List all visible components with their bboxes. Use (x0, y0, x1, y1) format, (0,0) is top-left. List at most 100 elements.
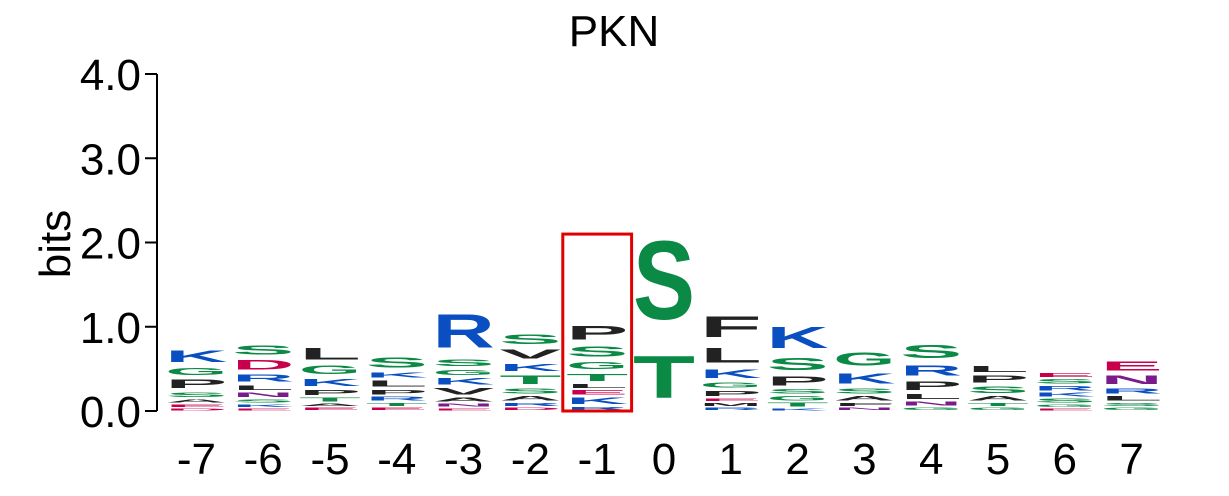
logo-letter: R (566, 406, 628, 411)
y-tick-label: 0.0 (80, 388, 141, 437)
logo-letter: S (366, 355, 428, 371)
logo-letter: S (566, 344, 628, 360)
logo-letter: T (633, 343, 695, 411)
y-tick-label: 4.0 (80, 51, 141, 100)
logo-letter: K (767, 408, 829, 411)
logo-letter: L (566, 383, 628, 389)
logo-letter: S (1101, 402, 1163, 407)
logo-letter: K (433, 376, 495, 386)
logo-letter: T (967, 402, 1029, 407)
logo-letter: E (299, 407, 361, 411)
logo-letter: L (967, 365, 1029, 374)
logo-letter: E (165, 403, 227, 407)
logo-letter: S (232, 398, 294, 403)
logo-letter: K (366, 371, 428, 379)
logo-letter: K (499, 361, 561, 373)
logo-letter: G (433, 368, 495, 376)
logo-letter: E (232, 408, 294, 411)
x-tick-label: 5 (986, 435, 1010, 484)
logo-letter: R (499, 402, 561, 407)
logo-letter: R (433, 304, 495, 358)
logo-letter: T (767, 402, 829, 408)
logo-letter: S (1034, 378, 1096, 385)
logo-letter: N (900, 401, 962, 407)
logo-letter: N (232, 392, 294, 399)
logo-letter: A (499, 395, 561, 402)
logo-letter: S (833, 386, 895, 394)
logo-letter: L (1101, 395, 1163, 402)
logo-letter: T (299, 397, 361, 403)
logo-letter: A (299, 403, 361, 407)
logo-letter: S (767, 388, 829, 395)
x-tick-label: -3 (444, 435, 483, 484)
y-tick-label: 3.0 (80, 135, 141, 184)
logo-letter: G (900, 407, 962, 411)
logo-letter: P (566, 322, 628, 344)
y-tick-label: 1.0 (80, 304, 141, 353)
logo-letter: E (366, 407, 428, 411)
logo-letter: K (566, 396, 628, 406)
logo-letter: F (700, 310, 762, 344)
logo-letter: S (499, 332, 561, 347)
x-tick-label: -1 (578, 435, 617, 484)
logo-letter: A (833, 395, 895, 402)
logo-letter: L (700, 344, 762, 368)
logo-letter: D (165, 408, 227, 411)
logo-letter: P (767, 374, 829, 388)
logo-letter: N (833, 407, 895, 411)
logo-letter: S (433, 358, 495, 368)
logo-column-0: TS (633, 218, 695, 411)
logo-letter: A (967, 395, 1029, 402)
logo-letter: G (767, 395, 829, 402)
logo-letter: T (566, 372, 628, 384)
logo-letter: R (700, 407, 762, 411)
logo-letter: D (232, 357, 294, 372)
logo-letter: K (767, 321, 829, 355)
chart-title: PKN (569, 7, 659, 56)
x-tick-label: -5 (310, 435, 349, 484)
logo-letter: R (1034, 385, 1096, 392)
x-tick-label: 2 (785, 435, 809, 484)
x-tick-label: 4 (919, 435, 943, 484)
logo-letter: E (1034, 372, 1096, 378)
logo-letter: G (700, 381, 762, 389)
logo-letter: K (833, 370, 895, 387)
logo-letter: S (1034, 397, 1096, 403)
x-tick-label: -4 (377, 435, 416, 484)
x-tick-label: 6 (1053, 435, 1077, 484)
logo-letter: V (433, 386, 495, 396)
x-tick-label: 1 (719, 435, 743, 484)
logo-letter: G (1034, 403, 1096, 407)
logo-letter: G (1101, 407, 1163, 411)
logo-letter: R (900, 362, 962, 379)
x-tick-label: -7 (177, 435, 216, 484)
logo-letter: E (1101, 359, 1163, 373)
logo-letter: A (433, 397, 495, 403)
highlight-box (561, 232, 634, 413)
logo-letter: G (833, 350, 895, 370)
logo-letter: S (633, 218, 695, 343)
x-tick-label: -2 (511, 435, 550, 484)
logo-letter: G (165, 366, 227, 378)
logo-letter: G (967, 407, 1029, 411)
y-tick-label: 2.0 (80, 220, 141, 269)
logo-letter: K (232, 403, 294, 407)
logo-letter: G (566, 360, 628, 372)
logo-letter: T (499, 373, 561, 386)
logo-letter: A (165, 398, 227, 403)
logo-letter: E (566, 389, 628, 396)
logo-letter: L (232, 384, 294, 392)
logo-letter: E (433, 408, 495, 411)
